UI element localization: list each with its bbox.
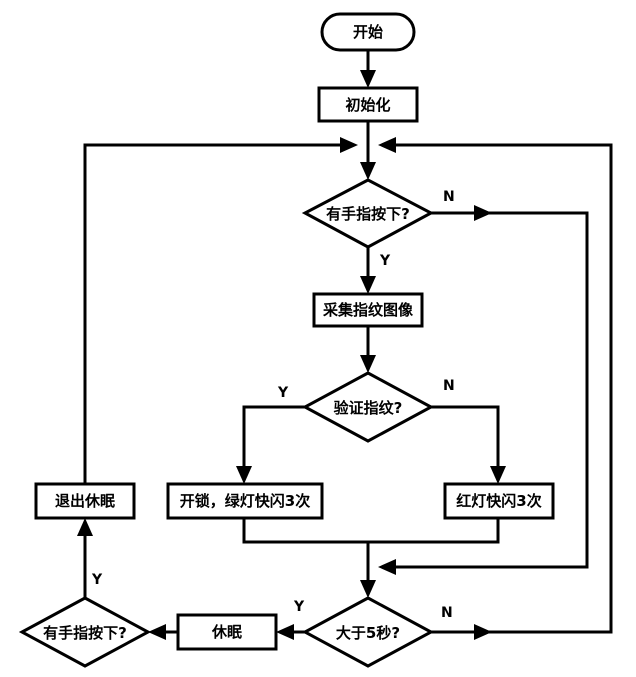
exit-sleep-label: 退出休眠 (55, 492, 115, 510)
arrowhead (148, 624, 166, 640)
unlock-node: 开锁，绿灯快闪3次 (166, 482, 324, 520)
edge-unlock-join (242, 518, 500, 544)
red-light-node: 红灯快闪3次 (443, 482, 555, 520)
sleep-finger-check-label: 有手指按下? (43, 624, 127, 642)
verify-no-label: N (443, 378, 455, 394)
arrowhead (378, 559, 396, 575)
verify-label: 验证指纹? (334, 399, 403, 417)
timeout-no-label: N (441, 605, 453, 621)
edge-check-no (382, 211, 589, 569)
sleep-label: 休眠 (211, 623, 242, 641)
arrowhead (77, 518, 93, 536)
sleep-node: 休眠 (176, 613, 278, 651)
connectors (83, 50, 613, 634)
edge-exit-loop (83, 143, 354, 484)
arrowhead (360, 355, 376, 373)
arrowhead (474, 624, 492, 640)
branch-labels: N Y Y N Y N Y (91, 189, 455, 621)
arrowhead (474, 205, 492, 221)
timeout-yes-label: Y (293, 599, 305, 615)
red-light-label: 红灯快闪3次 (456, 492, 541, 510)
start-node: 开始 (320, 12, 416, 52)
arrowhead (340, 137, 358, 153)
capture-label: 采集指纹图像 (322, 301, 414, 319)
arrowhead (360, 276, 376, 294)
edge-verify-yes (242, 405, 305, 468)
timeout-node: 大于5秒? (301, 596, 435, 668)
arrowhead (236, 466, 252, 484)
sleep-finger-check-node: 有手指按下? (18, 596, 152, 668)
edge-timeout-no (382, 143, 613, 634)
capture-node: 采集指纹图像 (312, 292, 424, 328)
exit-sleep-node: 退出休眠 (34, 482, 136, 520)
finger-check-label: 有手指按下? (326, 205, 410, 223)
arrowhead (276, 624, 294, 640)
init-node: 初始化 (317, 86, 419, 123)
finger-check-node: 有手指按下? (301, 178, 435, 249)
edge-verify-no (431, 405, 500, 468)
verify-yes-label: Y (277, 385, 289, 401)
timeout-label: 大于5秒? (336, 624, 400, 642)
verify-node: 验证指纹? (301, 371, 435, 443)
arrowheads (77, 70, 506, 640)
start-label: 开始 (353, 23, 383, 41)
arrowhead (360, 162, 376, 180)
arrowhead (490, 466, 506, 484)
arrowhead (378, 137, 396, 153)
init-label: 初始化 (345, 96, 390, 114)
arrowhead (360, 580, 376, 598)
finger-check-no-label: N (443, 189, 455, 205)
arrowhead (360, 70, 376, 88)
sleep-finger-yes-label: Y (91, 572, 103, 588)
finger-check-yes-label: Y (379, 253, 391, 269)
unlock-label: 开锁，绿灯快闪3次 (180, 492, 310, 510)
